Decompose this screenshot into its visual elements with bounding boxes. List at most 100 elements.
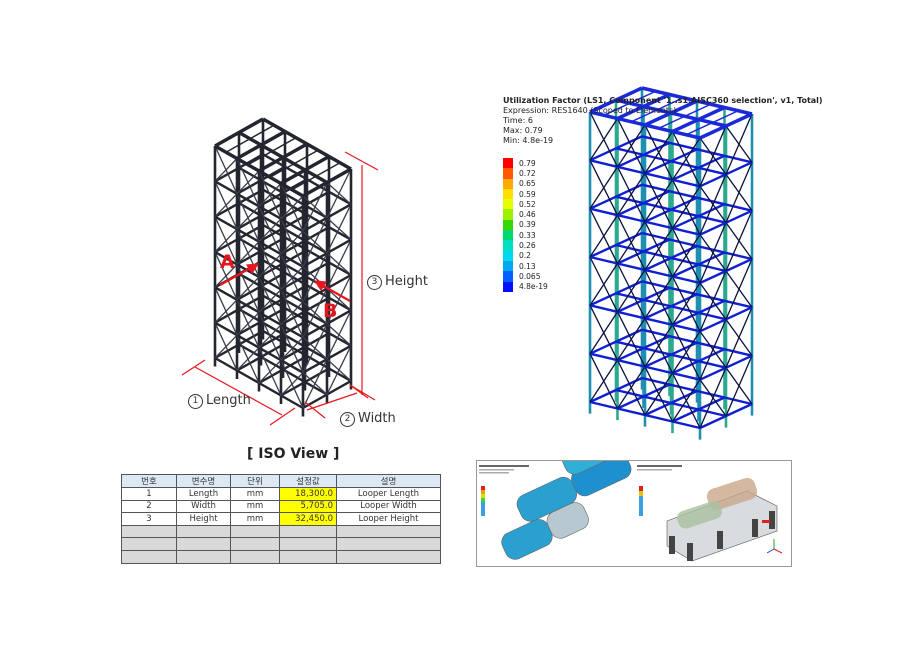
legend-entry: 0.72	[503, 168, 548, 179]
column-header: 설명	[336, 474, 441, 488]
beam	[280, 332, 330, 362]
brace	[644, 124, 674, 181]
column-header: 변수명	[176, 474, 231, 488]
marker-3: 3	[367, 275, 382, 290]
unit: mm	[230, 512, 280, 526]
legend-value: 0.79	[519, 158, 536, 168]
marker-2: 2	[340, 412, 355, 427]
brace	[326, 252, 352, 276]
deck-member	[699, 113, 753, 139]
description: Looper Width	[336, 499, 441, 514]
variable-name: Length	[176, 487, 231, 501]
legend-swatch	[503, 178, 513, 189]
beam	[280, 367, 330, 397]
width-text: Width	[358, 411, 396, 426]
variable-name: Height	[176, 512, 231, 526]
beam	[280, 261, 330, 291]
row-number: 1	[121, 487, 177, 501]
brace	[326, 182, 352, 205]
legend-swatch	[503, 168, 513, 179]
beam	[214, 153, 264, 183]
brace	[671, 372, 701, 429]
brace	[280, 324, 304, 373]
legend-entry: 0.26	[503, 240, 548, 251]
brace	[214, 145, 238, 195]
mini-legend-swatch	[639, 491, 643, 496]
support-leg	[752, 519, 758, 537]
legend-entry: 0.52	[503, 199, 548, 210]
deck-member	[302, 168, 352, 197]
empty-cell	[176, 524, 231, 539]
legend-entry: 0.33	[503, 230, 548, 241]
brace	[725, 173, 753, 212]
fea-time: Time: 6	[503, 116, 533, 125]
length-text: Length	[206, 393, 251, 408]
empty-cell	[230, 524, 280, 539]
brace	[725, 270, 753, 308]
length-ext-right	[269, 407, 296, 426]
brace	[616, 263, 646, 319]
mini-legend-swatch	[481, 490, 485, 494]
brace	[616, 311, 646, 367]
unit: mm	[230, 499, 280, 514]
beam	[616, 286, 671, 313]
brace	[644, 269, 674, 326]
legend-swatch	[503, 260, 513, 272]
brace	[214, 287, 238, 336]
deck-member	[658, 103, 712, 129]
description: Looper Height	[336, 512, 441, 526]
deck-member	[269, 149, 319, 178]
brace	[725, 318, 753, 357]
legend-value: 0.59	[519, 189, 536, 199]
brace	[725, 125, 753, 163]
beam	[644, 244, 698, 272]
brace	[258, 347, 282, 396]
brace	[671, 227, 701, 284]
support-leg	[769, 511, 775, 529]
description: Looper Length	[336, 487, 441, 501]
arrow-b-head	[313, 280, 328, 292]
brace	[302, 195, 328, 219]
mini-title-bar	[479, 465, 529, 467]
empty-cell	[279, 537, 337, 551]
beam	[236, 307, 286, 337]
brace	[699, 234, 727, 272]
legend-value: 0.065	[519, 271, 541, 281]
marker-1: 1	[188, 394, 203, 409]
set-value: 32,450.0	[279, 512, 337, 526]
legend-swatch	[503, 188, 513, 200]
empty-cell	[336, 524, 441, 539]
beam	[236, 165, 286, 195]
fea-expression: Expression: RES1640 (Scoped to Elements)	[503, 106, 677, 115]
legend-entry: 4.8e-19	[503, 281, 548, 292]
fea-title: Utilization Factor (LS1, Component '1..s…	[503, 96, 823, 105]
brace	[589, 353, 619, 409]
section-label-b: B	[323, 300, 338, 322]
brace	[671, 324, 701, 380]
empty-table-row	[121, 537, 441, 551]
beam	[644, 341, 698, 368]
empty-cell	[230, 549, 280, 564]
legend-value: 0.26	[519, 241, 536, 251]
legend-entry: 0.13	[503, 260, 548, 272]
brace	[671, 179, 701, 235]
brace	[302, 230, 328, 254]
empty-cell	[279, 549, 337, 564]
brace	[280, 359, 304, 409]
empty-cell	[279, 524, 337, 539]
deck-member	[291, 162, 341, 191]
beam	[589, 280, 643, 307]
brace	[258, 170, 282, 220]
beam	[644, 196, 698, 223]
beam	[236, 201, 286, 231]
brace	[302, 336, 328, 360]
dimension-lines	[181, 151, 379, 426]
height-ext-top	[344, 151, 379, 171]
iso-view-caption: [ ISO View ]	[247, 446, 340, 462]
column-header: 단위	[230, 474, 280, 488]
brace	[280, 289, 304, 338]
